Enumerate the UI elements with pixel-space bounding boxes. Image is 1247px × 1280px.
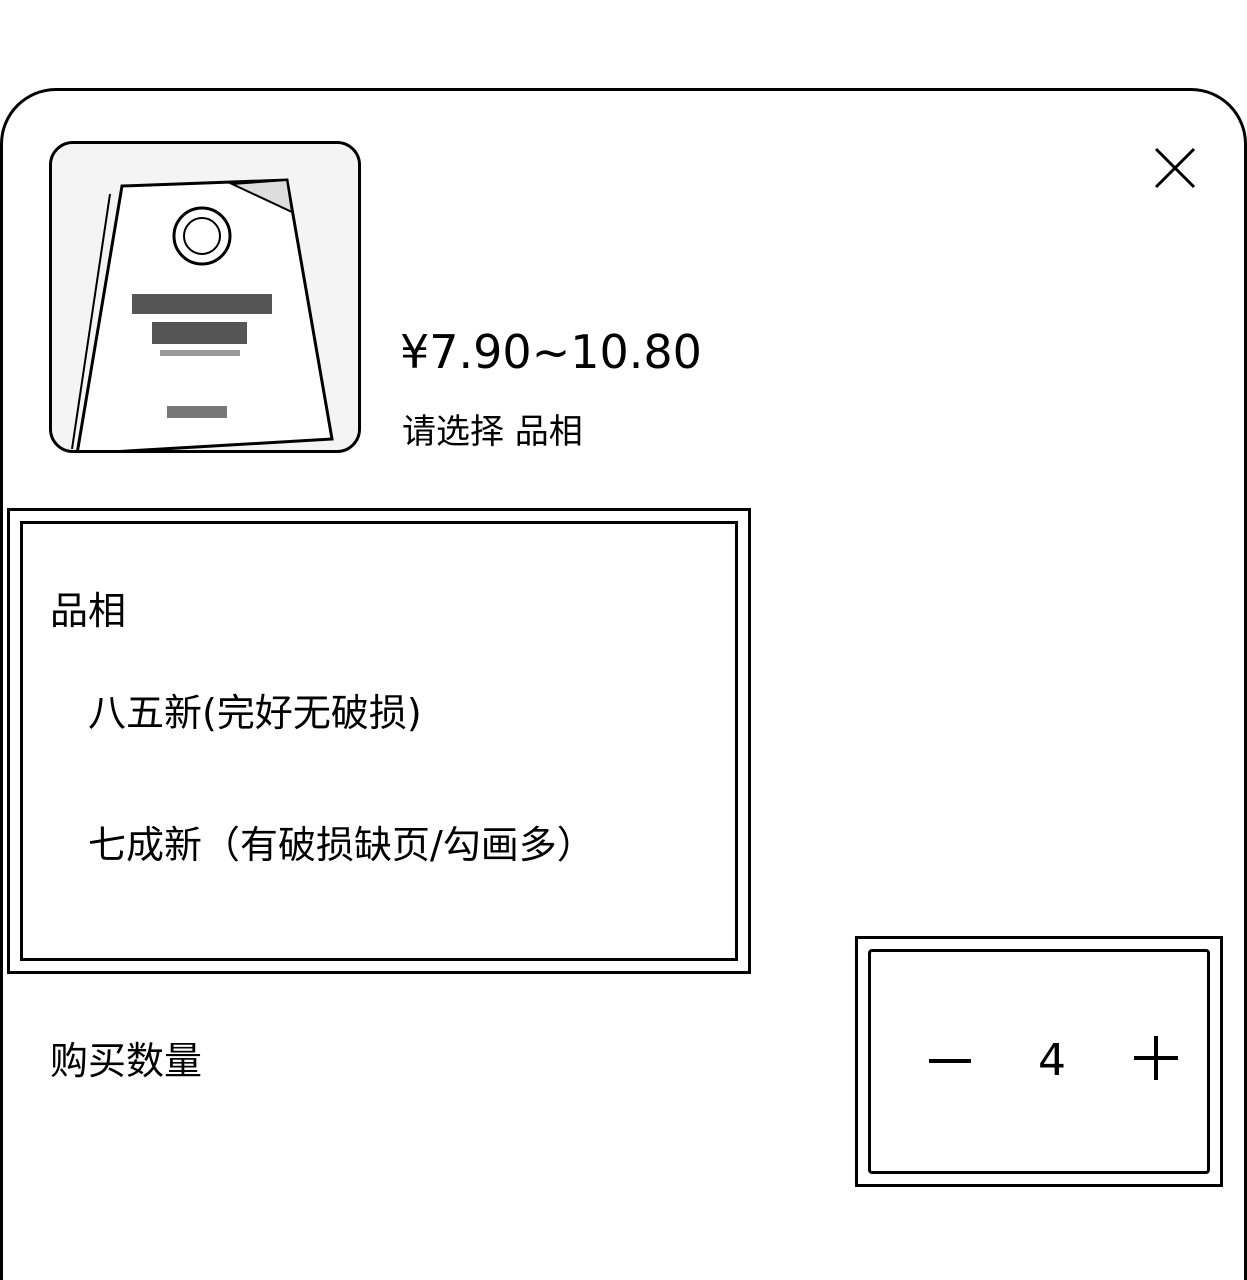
quantity-stepper-border	[868, 949, 1210, 1174]
spec-options-panel-border	[20, 521, 738, 961]
quantity-label: 购买数量	[50, 1039, 203, 1083]
plus-icon[interactable]	[1134, 1036, 1178, 1080]
quantity-value[interactable]: 4	[1038, 1035, 1066, 1086]
spec-option-70-new[interactable]: 七成新（有破损缺页/勾画多）	[88, 823, 595, 867]
close-icon[interactable]	[1150, 143, 1200, 193]
spec-options-panel	[7, 508, 751, 974]
price-range: ¥7.90~10.80	[400, 325, 702, 379]
book-cover-icon	[52, 144, 358, 450]
selection-hint: 请选择 品相	[402, 412, 583, 452]
minus-icon[interactable]	[927, 1034, 973, 1088]
spec-group-title: 品相	[50, 589, 127, 633]
quantity-stepper	[855, 936, 1223, 1187]
spec-option-85-new[interactable]: 八五新(完好无破损)	[88, 691, 422, 735]
product-image	[49, 141, 361, 453]
